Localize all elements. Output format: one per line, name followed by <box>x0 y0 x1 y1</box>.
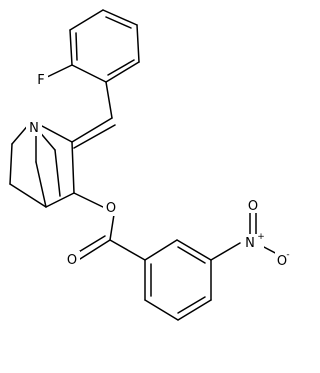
bond <box>76 235 106 254</box>
bond <box>105 61 140 83</box>
bond <box>35 161 47 208</box>
bond <box>105 81 113 119</box>
bond <box>136 24 140 63</box>
bond <box>210 242 241 261</box>
bond <box>102 9 138 26</box>
carbonyl-oxygen-label: O <box>67 253 77 268</box>
nitro-oxygen-charge: - <box>286 250 289 260</box>
bond <box>144 239 178 261</box>
bond-layer <box>9 9 282 321</box>
nitro-nitrogen-charge: + <box>257 232 265 242</box>
bond <box>75 32 78 61</box>
bond <box>44 64 73 79</box>
bond <box>105 16 132 29</box>
bond <box>45 192 75 208</box>
ester-oxygen-label: O <box>106 201 116 216</box>
bond <box>71 64 107 83</box>
bond <box>176 239 212 261</box>
bond <box>79 239 111 260</box>
bond <box>73 192 106 209</box>
bond <box>107 59 135 76</box>
bond <box>54 149 61 197</box>
chemical-structure: F N O O O N + O - <box>9 9 293 321</box>
bond <box>9 143 13 185</box>
bond <box>177 246 206 264</box>
bond <box>69 9 104 31</box>
fluorine-atom-label: F <box>37 73 44 88</box>
bond <box>41 125 73 143</box>
bond <box>73 124 116 149</box>
bond <box>144 299 179 321</box>
bond <box>9 183 47 208</box>
nitrogen-atom-label: N <box>29 121 39 136</box>
nitro-oxygen-bottom-label: O <box>277 254 287 269</box>
bond <box>69 29 73 66</box>
bond <box>71 141 75 194</box>
atom-layer: F N O O O N + O - <box>26 71 293 269</box>
nitro-oxygen-top-label: O <box>248 199 258 214</box>
nitro-nitrogen-label: N <box>245 236 255 251</box>
bond <box>177 296 206 314</box>
bond <box>71 117 113 143</box>
bond <box>177 299 212 321</box>
bond <box>109 239 146 261</box>
